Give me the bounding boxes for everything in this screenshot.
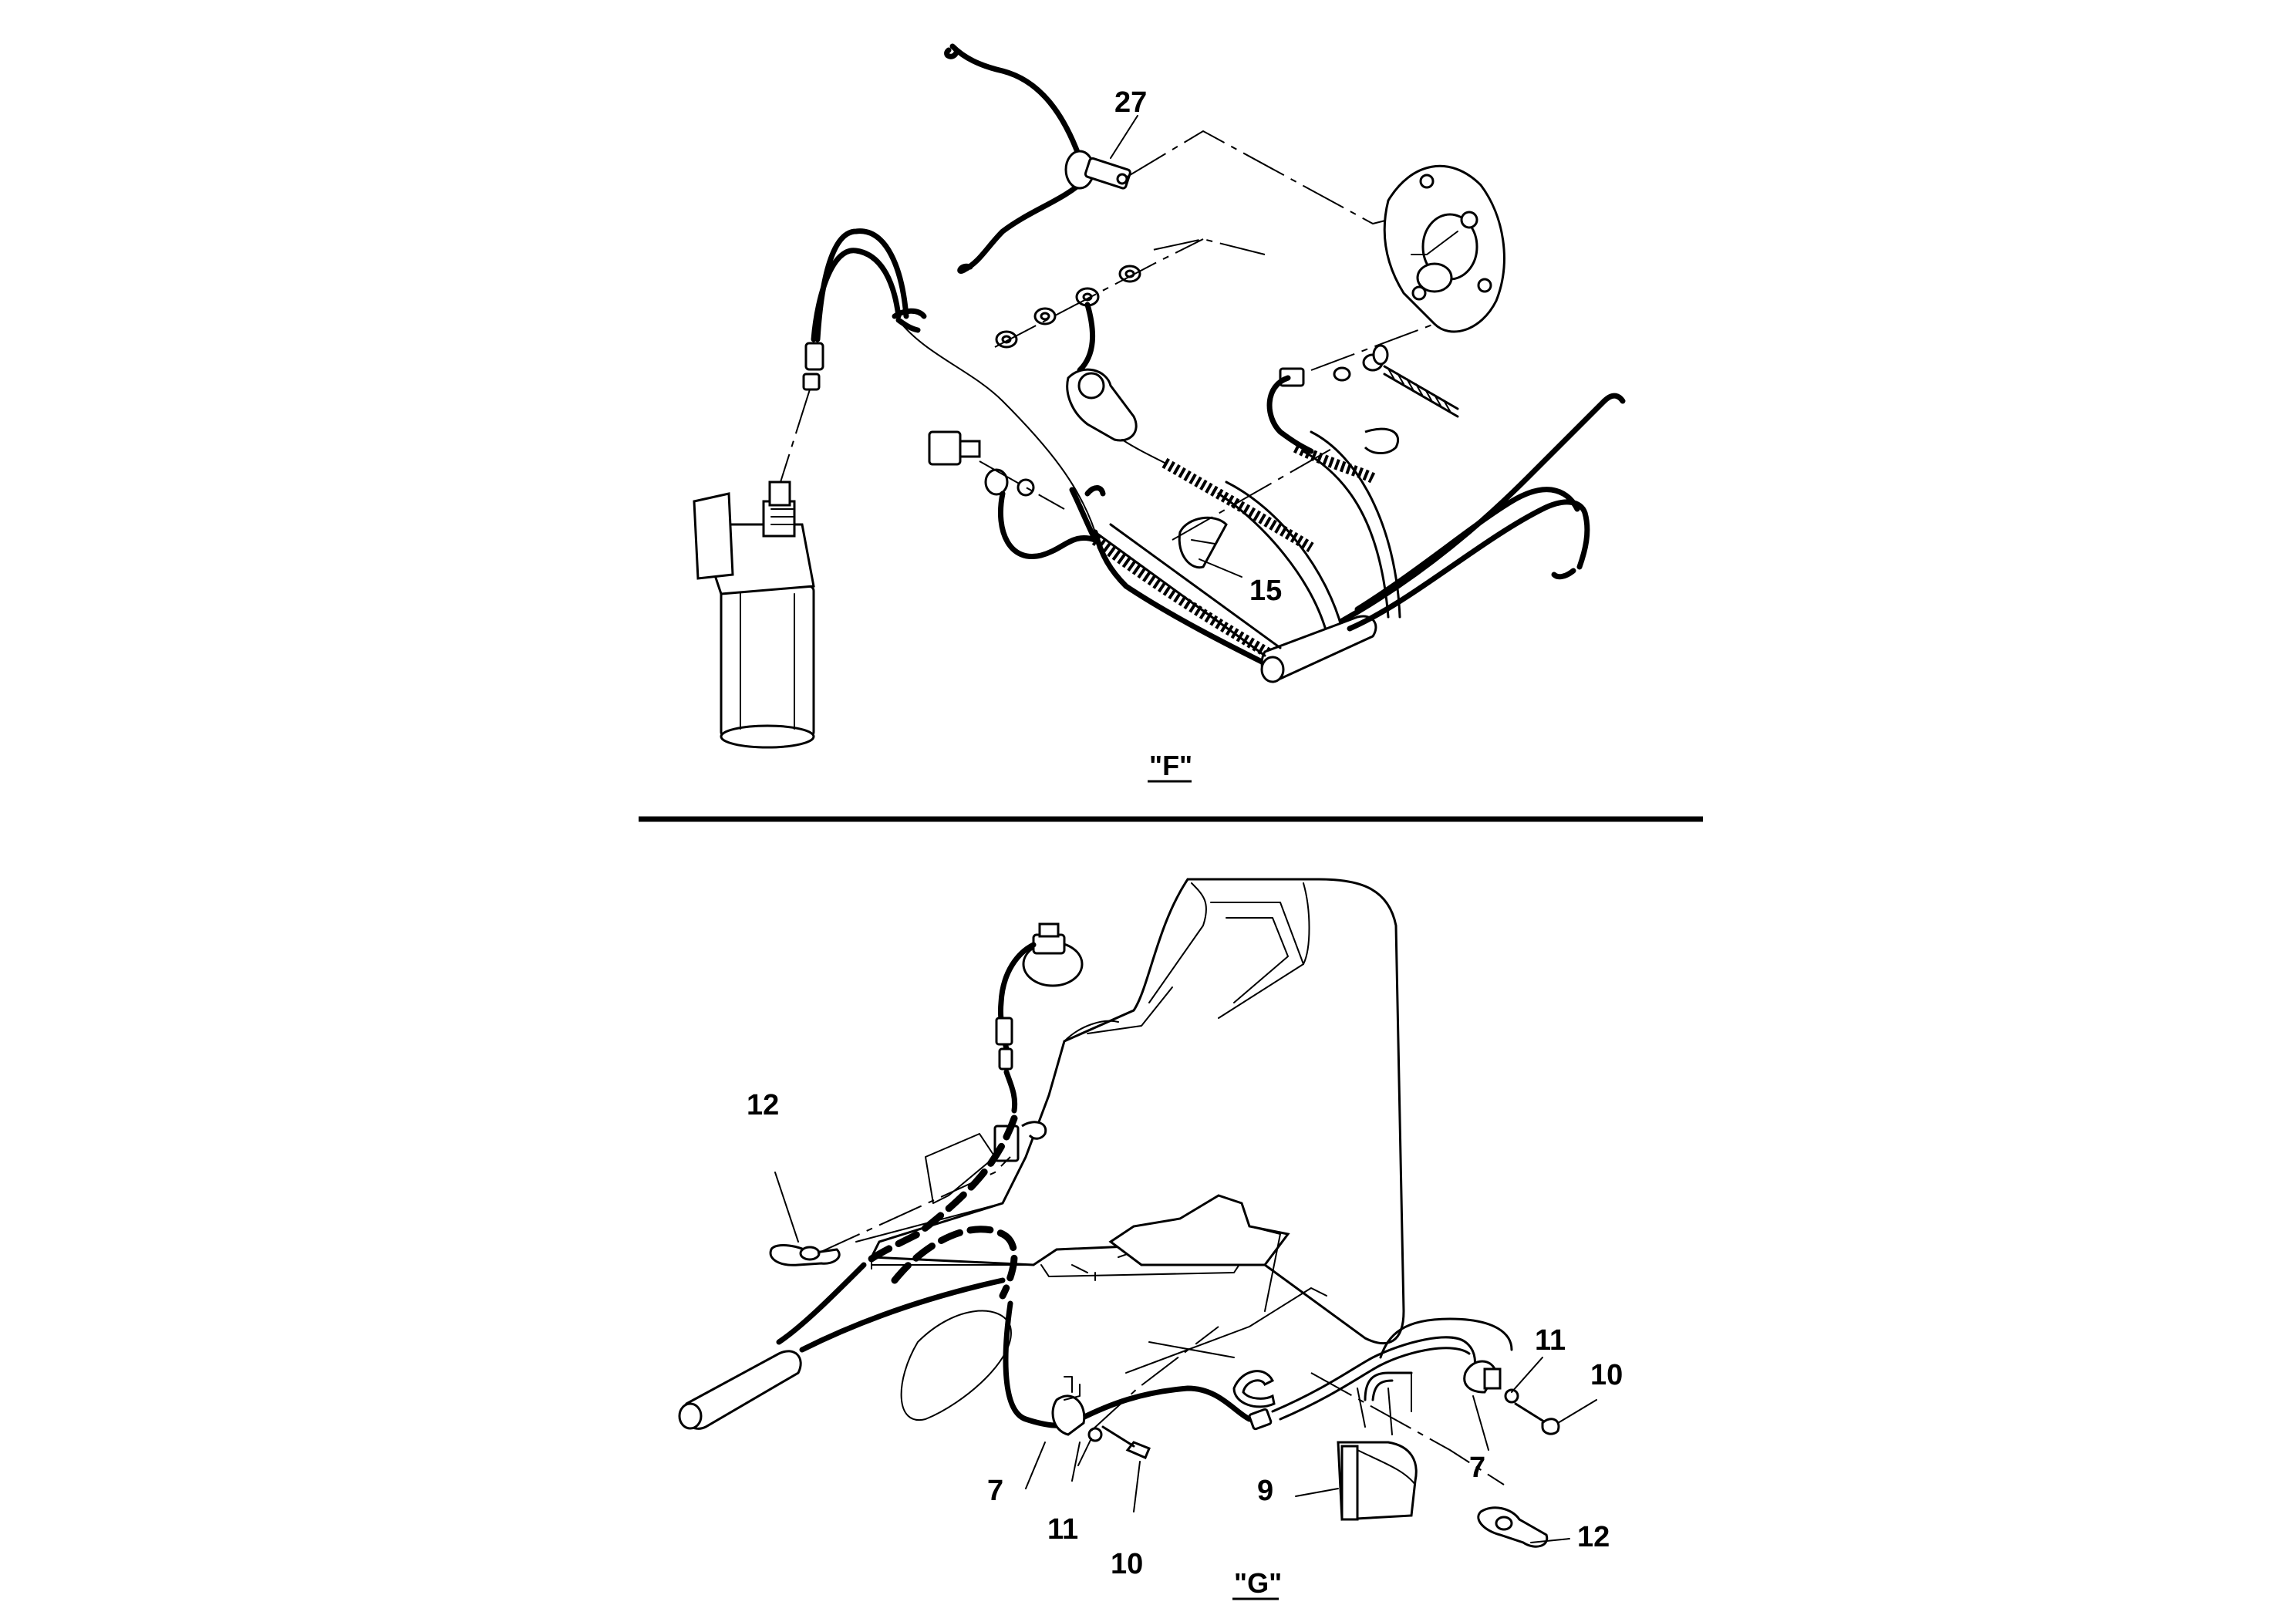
callout-11-left: 11 (1047, 1513, 1078, 1546)
connector-boot (1066, 368, 1138, 442)
view-f-illustration (693, 43, 1626, 749)
view-label-g: "G" (1234, 1567, 1282, 1599)
fuel-sender (1022, 922, 1084, 987)
wing-clip-12-left (769, 1244, 841, 1266)
module-9 (1337, 1371, 1418, 1521)
callout-7-right: 7 (1469, 1452, 1485, 1484)
callout-15: 15 (1249, 575, 1282, 607)
view-label-f: "F" (1149, 750, 1192, 781)
callout-9: 9 (1257, 1475, 1273, 1507)
wing-clip-12-right (1477, 1506, 1549, 1548)
callout-27: 27 (1114, 86, 1147, 119)
oil-filter (693, 481, 815, 749)
callout-12-right: 12 (1577, 1521, 1610, 1553)
clip-7-right (1463, 1360, 1502, 1394)
starter-plate (1383, 164, 1505, 333)
callout-11-right: 11 (1535, 1324, 1566, 1357)
callout-7-left: 7 (987, 1475, 1003, 1507)
view-g-illustration (678, 878, 1597, 1548)
callout-12-left: 12 (747, 1089, 779, 1121)
callout-10-right: 10 (1590, 1359, 1623, 1391)
callout-10-left: 10 (1111, 1548, 1143, 1580)
clamp-15 (1178, 516, 1228, 569)
fuel-tank (869, 878, 1405, 1345)
pressure-sensor (928, 430, 1065, 510)
clip-7-left (1051, 1384, 1086, 1436)
wire-clip-27 (1064, 150, 1131, 190)
